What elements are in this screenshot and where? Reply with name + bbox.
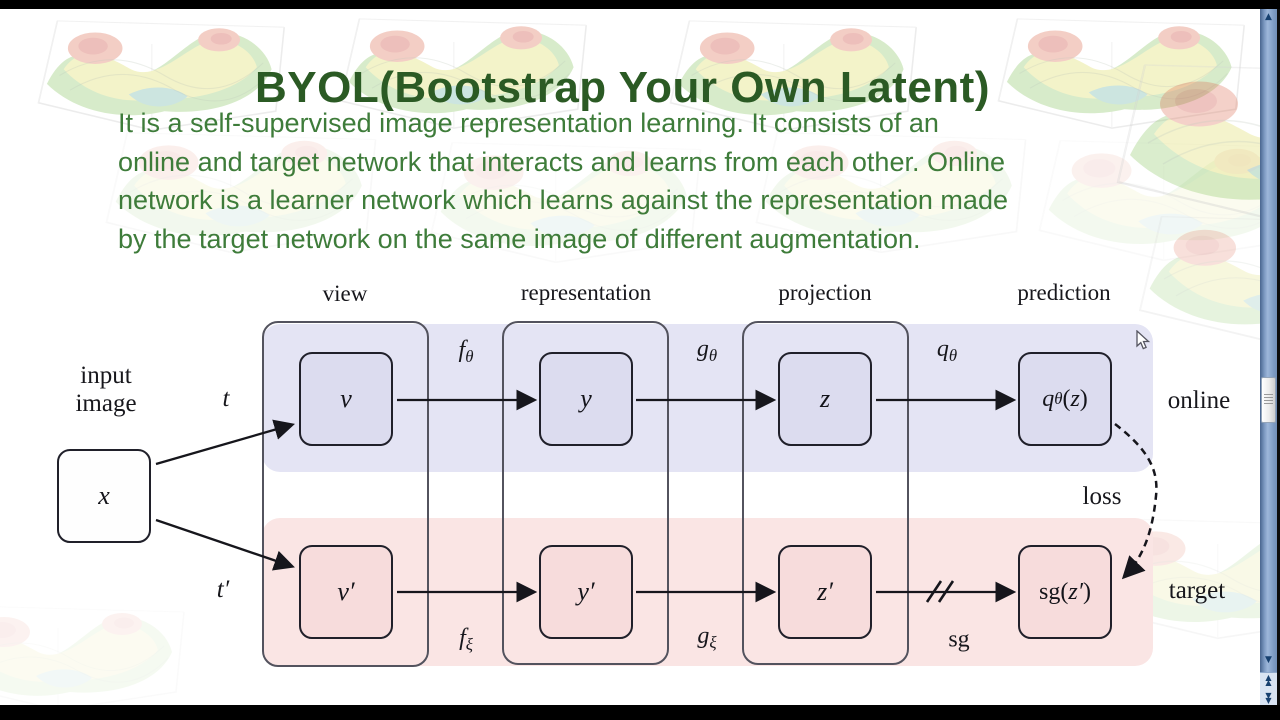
- edge-label-f-xi: fξ: [459, 625, 473, 654]
- node-v-label: v: [340, 384, 352, 413]
- scroll-down-icon: ▼: [1265, 655, 1272, 665]
- node-z: z: [778, 352, 872, 446]
- description-line: network is a learner network which learn…: [118, 185, 1008, 215]
- node-z-label: z: [819, 384, 831, 413]
- representation-column-frame: [502, 321, 669, 665]
- double-down-icon: ▼: [1265, 696, 1272, 705]
- scroll-up-icon: ▲: [1265, 12, 1272, 22]
- double-down-icon: ▼: [1265, 691, 1272, 700]
- node-v-prime-label: v′: [337, 577, 355, 606]
- node-x: x: [57, 449, 151, 543]
- double-up-icon: ▲: [1265, 673, 1272, 682]
- scrollbar-grip-icon: [1264, 394, 1273, 404]
- node-stop-gradient: sg(z′): [1018, 545, 1112, 639]
- theta-subscript: θ: [1054, 389, 1063, 408]
- node-y: y: [539, 352, 633, 446]
- edge-label-f-theta: fθ: [458, 337, 474, 366]
- column-header-projection: projection: [778, 280, 872, 305]
- description-paragraph: It is a self-supervised image representa…: [118, 104, 1008, 258]
- double-up-icon: ▲: [1265, 678, 1272, 687]
- screen-right-edge: [1277, 9, 1280, 705]
- page-title: BYOL(Bootstrap Your Own Latent): [255, 63, 990, 113]
- node-z-prime-label: z′: [817, 577, 833, 606]
- previous-page-button[interactable]: ▲ ▲: [1265, 673, 1272, 687]
- view-column-frame: [262, 321, 429, 667]
- column-header-view: view: [322, 281, 368, 306]
- online-row-label: online: [1167, 387, 1231, 414]
- node-prediction-label: q: [1042, 385, 1055, 412]
- node-v-prime: v′: [299, 545, 393, 639]
- edge-label-g-theta: gθ: [696, 336, 718, 365]
- edge-label-sg: sg: [948, 626, 970, 653]
- paren: (: [1062, 385, 1071, 412]
- projection-column-frame: [742, 321, 909, 665]
- edge-label-t-prime: t′: [216, 576, 230, 603]
- loss-label: loss: [1082, 483, 1122, 510]
- next-page-button[interactable]: ▼ ▼: [1265, 691, 1272, 705]
- image-word: image: [75, 390, 137, 417]
- letterbox-bottom: [0, 705, 1280, 720]
- node-z-prime: z′: [778, 545, 872, 639]
- column-header-representation: representation: [520, 280, 652, 305]
- target-row-label: target: [1168, 577, 1226, 604]
- edge-label-t: t: [222, 385, 230, 412]
- edge-label-g-xi: gξ: [697, 623, 717, 652]
- letterbox-top: [0, 0, 1280, 9]
- input-image-label: input image: [75, 362, 136, 418]
- node-v: v: [299, 352, 393, 446]
- scroll-up-button[interactable]: ▲: [1260, 10, 1277, 24]
- node-y-prime-label: y′: [577, 577, 595, 606]
- paren: ): [1082, 578, 1091, 605]
- paren: ): [1079, 385, 1088, 412]
- mouse-cursor-icon: [1136, 330, 1151, 350]
- description-line: online and target network that interacts…: [118, 146, 1006, 177]
- description-line: by the target network on the same image …: [118, 223, 921, 254]
- arg-z-prime: z′: [1068, 578, 1083, 605]
- arg-z: z: [1070, 385, 1080, 412]
- description-line: It is a self-supervised image representa…: [118, 108, 939, 138]
- node-y-prime: y′: [539, 545, 633, 639]
- node-x-label: x: [98, 481, 110, 510]
- page-navigation-buttons: ▲ ▲ ▼ ▼: [1260, 672, 1277, 705]
- edge-label-q-theta: qθ: [936, 336, 958, 365]
- sg-fn: sg(: [1039, 578, 1069, 605]
- input-word: input: [80, 362, 132, 389]
- node-y-label: y: [580, 384, 592, 413]
- scroll-down-button[interactable]: ▼: [1260, 653, 1277, 667]
- scrollbar-thumb[interactable]: [1261, 377, 1276, 423]
- column-header-prediction: prediction: [1017, 280, 1111, 305]
- scrollbar[interactable]: ▲ ▼ ▲ ▲ ▼ ▼: [1260, 9, 1277, 705]
